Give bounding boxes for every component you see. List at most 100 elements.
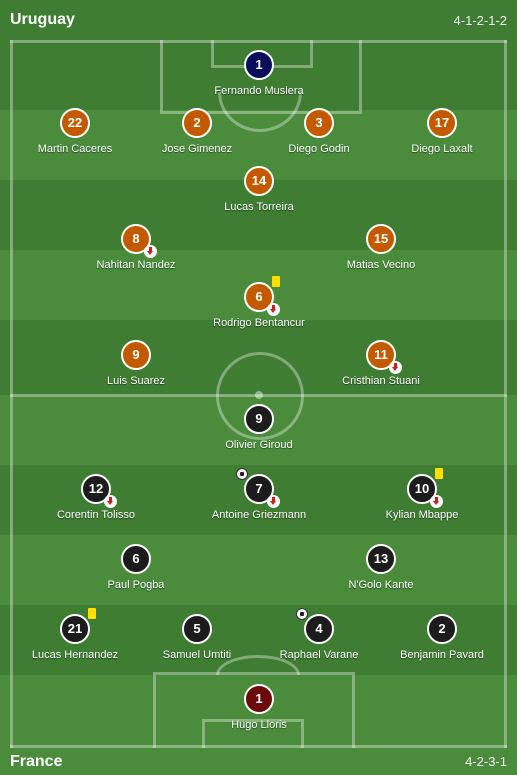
player-name: Kylian Mbappe: [385, 509, 459, 521]
player-name: Nahitan Nandez: [96, 259, 176, 271]
player-number: 6: [255, 289, 263, 304]
player-name: Matias Vecino: [346, 259, 416, 271]
player-name: Samuel Umtiti: [162, 649, 232, 661]
pitch-stripe: [0, 535, 517, 605]
player-number: 21: [67, 621, 83, 636]
yellow-card-icon: [88, 608, 96, 619]
away-formation: 4-2-3-1: [465, 754, 507, 769]
player-number-disc: 14: [244, 166, 274, 196]
player-number: 8: [132, 231, 140, 246]
player-marker[interactable]: 15 Matias Vecino: [311, 224, 451, 271]
player-name: Paul Pogba: [107, 579, 165, 591]
player-number: 12: [88, 481, 104, 496]
player-number: 7: [255, 481, 263, 496]
player-number-disc: 2: [427, 614, 457, 644]
player-name: Diego Godin: [288, 143, 350, 155]
player-marker[interactable]: 22 Martin Caceres: [5, 108, 145, 155]
player-number-disc: 10: [407, 468, 443, 508]
player-marker[interactable]: 11 Cristhian Stuani: [311, 340, 451, 387]
player-marker[interactable]: 6 Paul Pogba: [66, 544, 206, 591]
player-name: Hugo Lloris: [231, 719, 287, 731]
substitution-icon: [144, 245, 157, 258]
player-number-disc: 2: [182, 108, 212, 138]
player-marker[interactable]: 1 Fernando Muslera: [189, 50, 329, 97]
player-number: 11: [374, 347, 388, 362]
player-number-disc: 8: [121, 224, 157, 258]
touchline-top: [10, 40, 507, 43]
player-number-disc: 13: [366, 544, 396, 574]
player-marker[interactable]: 12 Corentin Tolisso: [26, 474, 166, 521]
player-name: Raphael Varane: [279, 649, 359, 661]
player-name: Cristhian Stuani: [342, 375, 420, 387]
substitution-icon: [267, 495, 280, 508]
touchline-bottom: [10, 745, 507, 748]
yellow-card-icon: [435, 468, 443, 479]
sideline-right: [504, 40, 507, 748]
player-number: 10: [414, 481, 430, 496]
player-name: Antoine Griezmann: [211, 509, 307, 521]
player-number-disc: 1: [244, 684, 274, 714]
player-number-disc: 9: [244, 404, 274, 434]
goal-ball-icon: [236, 468, 248, 480]
player-marker[interactable]: 6 Rodrigo Bentancur: [189, 276, 329, 329]
player-marker[interactable]: 14 Lucas Torreira: [189, 166, 329, 213]
player-number-disc: 1: [244, 50, 274, 80]
player-name: Lucas Hernandez: [31, 649, 119, 661]
player-name: Lucas Torreira: [224, 201, 294, 213]
player-marker[interactable]: 5 Samuel Umtiti: [127, 614, 267, 661]
player-number-disc: 6: [244, 276, 280, 316]
player-marker[interactable]: 8 Nahitan Nandez: [66, 224, 206, 271]
player-number-disc: 15: [366, 224, 396, 254]
player-name: N'Golo Kante: [348, 579, 414, 591]
substitution-icon: [267, 303, 280, 316]
player-name: Diego Laxalt: [411, 143, 473, 155]
home-formation: 4-1-2-1-2: [453, 12, 507, 28]
player-name: Jose Gimenez: [161, 143, 233, 155]
player-number-disc: 11: [366, 340, 402, 374]
player-marker[interactable]: 4 Raphael Varane: [249, 608, 389, 661]
center-circle: [216, 352, 304, 440]
player-number-disc: 5: [182, 614, 212, 644]
player-marker[interactable]: 2 Benjamin Pavard: [372, 614, 512, 661]
goal-ball-icon: [296, 608, 308, 620]
player-name: Fernando Muslera: [214, 85, 304, 97]
player-marker[interactable]: 13 N'Golo Kante: [311, 544, 451, 591]
player-marker[interactable]: 21 Lucas Hernandez: [5, 608, 145, 661]
center-spot: [255, 391, 263, 399]
player-name: Martin Caceres: [37, 143, 113, 155]
player-marker[interactable]: 3 Diego Godin: [249, 108, 389, 155]
player-marker[interactable]: 10 Kylian Mbappe: [352, 468, 492, 521]
player-number-disc: 6: [121, 544, 151, 574]
away-team-header: France 4-2-3-1: [0, 748, 517, 775]
player-marker[interactable]: 2 Jose Gimenez: [127, 108, 267, 155]
player-marker[interactable]: 1 Hugo Lloris: [189, 684, 329, 731]
away-team-name: France: [10, 752, 63, 770]
pitch-stripe: [0, 0, 517, 40]
substitution-icon: [430, 495, 443, 508]
substitution-icon: [389, 361, 402, 374]
home-team-name: Uruguay: [10, 11, 75, 28]
player-name: Olivier Giroud: [225, 439, 293, 451]
player-marker[interactable]: 7 Antoine Griezmann: [189, 468, 329, 521]
home-team-header: Uruguay 4-1-2-1-2: [0, 0, 517, 40]
player-number-disc: 4: [296, 608, 334, 644]
player-marker[interactable]: 17 Diego Laxalt: [372, 108, 512, 155]
player-name: Rodrigo Bentancur: [213, 317, 305, 329]
sideline-left: [10, 40, 13, 748]
player-number: 4: [315, 621, 323, 636]
player-number-disc: 17: [427, 108, 457, 138]
player-number-disc: 9: [121, 340, 151, 370]
yellow-card-icon: [272, 276, 280, 287]
substitution-icon: [104, 495, 117, 508]
six-yard-box-bottom: [202, 719, 304, 748]
player-number-disc: 22: [60, 108, 90, 138]
player-marker[interactable]: 9 Luis Suarez: [66, 340, 206, 387]
player-name: Luis Suarez: [106, 375, 166, 387]
player-marker[interactable]: 9 Olivier Giroud: [189, 404, 329, 451]
player-number-disc: 21: [60, 608, 96, 644]
player-number-disc: 3: [304, 108, 334, 138]
player-number-disc: 7: [236, 468, 280, 508]
player-number-disc: 12: [81, 474, 117, 508]
player-name: Benjamin Pavard: [400, 649, 484, 661]
